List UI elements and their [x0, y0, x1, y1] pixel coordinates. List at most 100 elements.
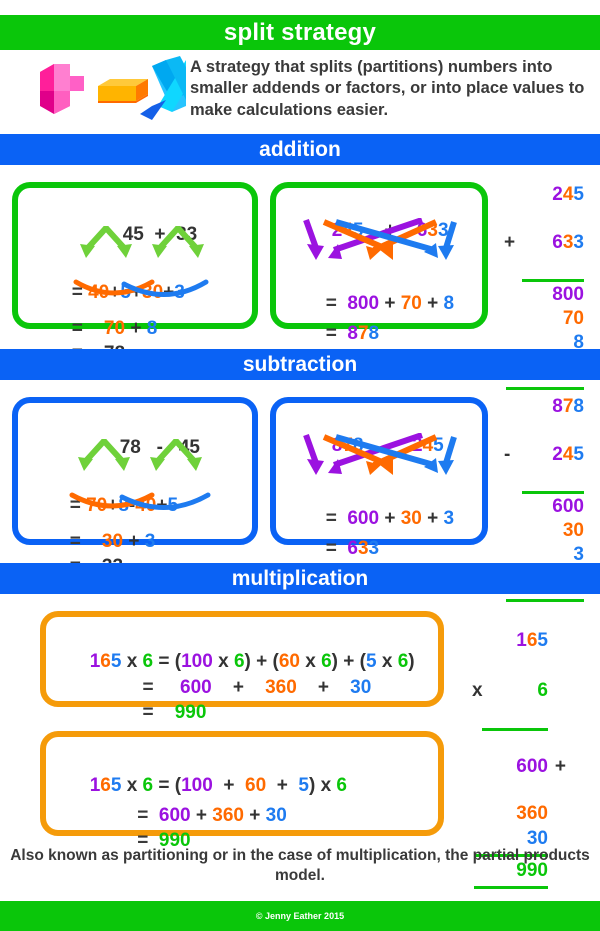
- add-col-rule-1: [522, 279, 584, 282]
- addition-example-box-1: 45 + 33 = 40+5+30+3 = 70 + 8 = 7: [12, 182, 258, 364]
- mul2-p1: 600: [158, 805, 191, 826]
- add-col-row2: +633: [504, 232, 584, 253]
- section-header-subtraction: subtraction: [0, 349, 600, 380]
- mul-col-rule-2: [474, 854, 548, 857]
- mul2-s1: +: [195, 805, 207, 826]
- crossing-arrows-subtraction-2: [303, 433, 457, 475]
- pair-connectors-subtraction-1: [69, 492, 211, 510]
- mul1-p1: 600: [180, 677, 212, 698]
- add2-p1: 800: [347, 293, 380, 314]
- multiplication-example-box-1: 165 x 6 = (100 x 6) + (60 x 6) + (5 x 6)…: [40, 611, 444, 723]
- sub2-p1: 600: [347, 508, 380, 529]
- sub-col-row1: 878: [552, 396, 584, 417]
- mul2-eq3: =: [137, 830, 149, 851]
- add1-s2: +: [130, 282, 143, 303]
- sub2-total-h: 6: [347, 538, 358, 559]
- mul1-total: 990: [174, 702, 207, 723]
- mul1-s2: +: [317, 677, 329, 698]
- sub1-eq1: =: [69, 495, 81, 516]
- section-title-subtraction: subtraction: [242, 352, 358, 376]
- add2-eq2: =: [325, 323, 337, 344]
- mul-col-row6: 990: [516, 860, 548, 881]
- add2-total-t: 7: [357, 323, 369, 344]
- split-arrows-addition-1: [80, 226, 204, 258]
- page-title: split strategy: [223, 18, 377, 46]
- sub2-total-o: 3: [368, 538, 380, 559]
- sub-col-rule-3: [506, 599, 584, 602]
- mul-col-rule-3: [474, 886, 548, 889]
- mul1-eq3: =: [142, 702, 154, 723]
- add-col-row5: 8: [573, 332, 584, 353]
- mul-col-row5: 30: [526, 828, 548, 849]
- page-title-bar: split strategy: [0, 15, 600, 50]
- add2-s2: +: [427, 293, 439, 314]
- add1-sum-tens: 70: [103, 318, 126, 339]
- plus-3d-icon: [40, 64, 84, 114]
- mul2-p2: 360: [212, 805, 244, 826]
- mul2-b: 6: [142, 775, 154, 796]
- intro-description: A strategy that splits (partitions) numb…: [190, 58, 585, 119]
- section-header-multiplication: multiplication: [0, 563, 600, 594]
- sub1-operand-a: 78: [119, 437, 141, 458]
- footnote-text: Also known as partitioning or in the cas…: [10, 847, 590, 885]
- add1-s4: +: [130, 318, 142, 339]
- add2-p3: 8: [443, 293, 455, 314]
- sub1-operator: -: [156, 437, 163, 458]
- subtraction-example-box-1: 78 - 45 = 70+8-40+5 = 30 + 3 = 33: [12, 397, 258, 577]
- sub1-res-tens: 30: [101, 531, 124, 552]
- add2-total-o: 8: [368, 323, 380, 344]
- sub-col-rule-1: [522, 491, 584, 494]
- mul2-eq2: =: [137, 805, 149, 826]
- add2-p2: 70: [400, 293, 422, 314]
- sub2-total-t: 3: [357, 538, 369, 559]
- mul-col-row3: 600+: [516, 756, 566, 777]
- add1-eq1: =: [71, 282, 83, 303]
- mul1-s1: +: [232, 677, 244, 698]
- sub-col-row3: 600: [552, 496, 584, 517]
- sub1-s4: +: [128, 531, 140, 552]
- section-title-addition: addition: [259, 137, 341, 161]
- mul-col-rule-1: [482, 728, 548, 731]
- sub2-p3: 3: [443, 508, 455, 529]
- section-header-addition: addition: [0, 134, 600, 165]
- add2-s1: +: [384, 293, 396, 314]
- mul2-s2: +: [249, 805, 261, 826]
- copyright-bar: © Jenny Eather 2015: [0, 901, 600, 931]
- copyright-text: © Jenny Eather 2015: [255, 911, 345, 921]
- addition-example-box-2: 245 + 633 = 800 + 70 + 8: [270, 182, 488, 344]
- crossing-arrows-addition-2: [303, 218, 457, 260]
- multiplication-example-box-2: 165 x 6 = (100 + 60 + 5) x 6 = 600 + 360…: [40, 731, 444, 851]
- add2-eq1: =: [325, 293, 337, 314]
- add1-sum-ones: 8: [146, 318, 158, 339]
- mul-col-plus: +: [554, 756, 566, 777]
- mul1-p3: 30: [350, 677, 372, 698]
- pair-connectors-addition-1: [73, 279, 209, 297]
- sub2-s1: +: [384, 508, 396, 529]
- minus-3d-icon: [98, 79, 148, 103]
- mul1-eq2: =: [142, 677, 154, 698]
- mul-col-row4: 360: [516, 803, 548, 824]
- add-col-row3: 800: [552, 284, 584, 305]
- sub-col-row2: -245: [504, 444, 584, 465]
- sub-col-row5: 3: [573, 544, 584, 565]
- sub2-s2: +: [427, 508, 439, 529]
- sub1-res-ones: 3: [144, 531, 156, 552]
- sub2-b-t: 4: [422, 435, 434, 456]
- add-col-row1: 245: [552, 184, 584, 205]
- add-col-sign: +: [504, 232, 516, 253]
- sub-col-row4: 30: [562, 520, 584, 541]
- sub1-eq2: =: [69, 531, 81, 552]
- section-title-multiplication: multiplication: [231, 566, 369, 590]
- sub2-p2: 30: [400, 508, 422, 529]
- mul-col-sign: x: [472, 680, 483, 701]
- add1-eq2: =: [71, 318, 83, 339]
- mul2-p3: 30: [265, 805, 287, 826]
- mul-col-row1: 165: [516, 630, 548, 651]
- sub2-b-o: 5: [433, 435, 444, 456]
- mul2-total: 990: [158, 830, 191, 851]
- add-col-rule-3: [506, 387, 584, 390]
- intro-section: A strategy that splits (partitions) numb…: [0, 52, 600, 134]
